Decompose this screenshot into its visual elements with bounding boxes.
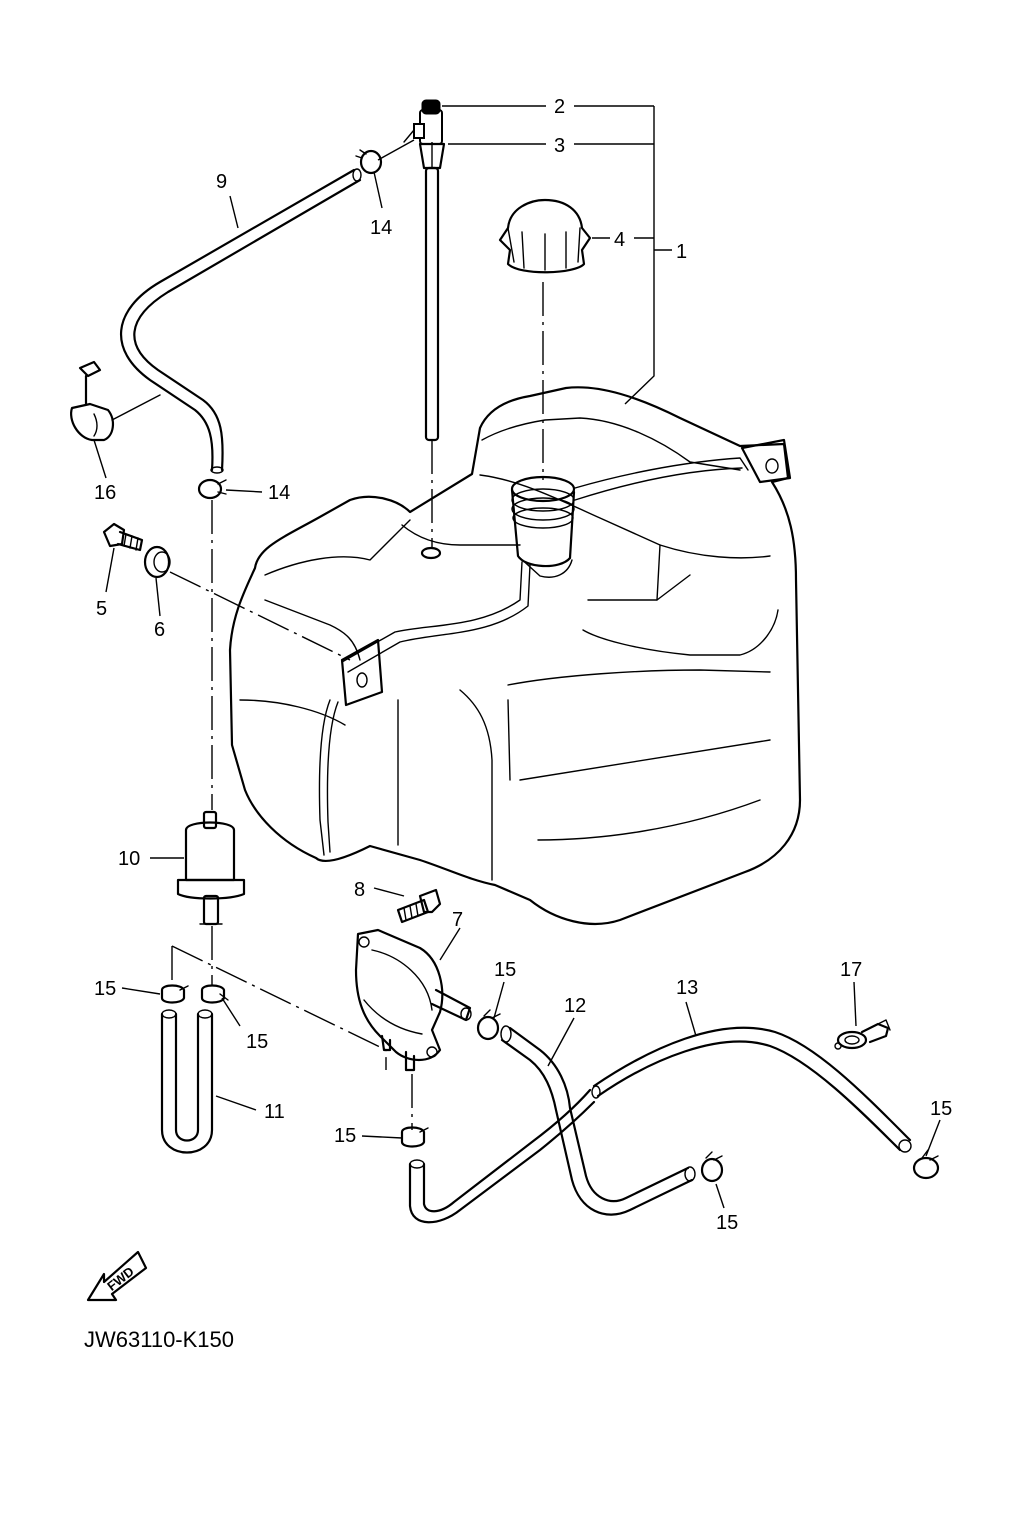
clip-17 [834, 1019, 891, 1050]
clamp-15-lower-right [700, 1151, 724, 1183]
fuel-sender-tube [403, 99, 446, 442]
leader-lines [93, 105, 941, 1209]
callout-17: 17 [840, 959, 862, 981]
clamp-15-pump-outlet [476, 1009, 501, 1041]
callout-15-pump-outlet: 15 [494, 959, 516, 981]
callout-6: 6 [154, 619, 165, 641]
callout-15-right: 15 [246, 1031, 268, 1053]
fuel-cap [498, 198, 592, 274]
callout-labels: 1 2 3 4 5 6 7 8 9 10 11 12 13 14 14 15 1… [94, 96, 952, 1234]
callout-8: 8 [354, 879, 365, 901]
assembly-lines [169, 142, 544, 1130]
fuel-tank [228, 386, 802, 926]
drawing-code: JW63110-K150 [84, 1327, 234, 1352]
callout-5: 5 [96, 598, 107, 620]
hose-12 [500, 1025, 696, 1216]
hose-13 [408, 1026, 912, 1224]
callout-1: 1 [676, 241, 687, 263]
callout-14-top: 14 [370, 217, 392, 239]
callout-12: 12 [564, 995, 586, 1017]
vent-hose-9 [119, 168, 362, 474]
callout-10: 10 [118, 848, 140, 870]
callout-15-right-end: 15 [930, 1098, 952, 1120]
hose-holder-16 [70, 360, 161, 442]
callout-9: 9 [216, 171, 227, 193]
callout-2: 2 [554, 96, 565, 118]
clamp-15-right-end [912, 1149, 940, 1180]
fwd-direction-arrow: FWD [86, 1250, 148, 1302]
bolt-5 [102, 522, 144, 552]
callout-4: 4 [614, 229, 625, 251]
clamp-15-left [160, 984, 189, 1004]
callout-15-lower-right: 15 [716, 1212, 738, 1234]
callout-16: 16 [94, 482, 116, 504]
bolt-8 [396, 888, 442, 924]
callout-11: 11 [264, 1101, 285, 1123]
clamp-14-top [355, 139, 415, 175]
fwd-label: FWD [104, 1264, 137, 1294]
clamp-15-pump-lower [400, 1126, 429, 1148]
callout-3: 3 [554, 135, 565, 157]
clamp-14-middle [197, 478, 227, 500]
callout-14-middle: 14 [268, 482, 290, 504]
fuel-pump-7 [354, 928, 472, 1072]
callout-13: 13 [676, 977, 698, 999]
collar-6 [143, 545, 171, 579]
clamp-15-right [200, 984, 229, 1004]
callout-15-pump-lower: 15 [334, 1125, 356, 1147]
fuel-filter-10 [176, 810, 246, 926]
hose-11 [160, 1009, 214, 1154]
callout-15-left: 15 [94, 978, 116, 1000]
callout-7: 7 [452, 909, 463, 931]
